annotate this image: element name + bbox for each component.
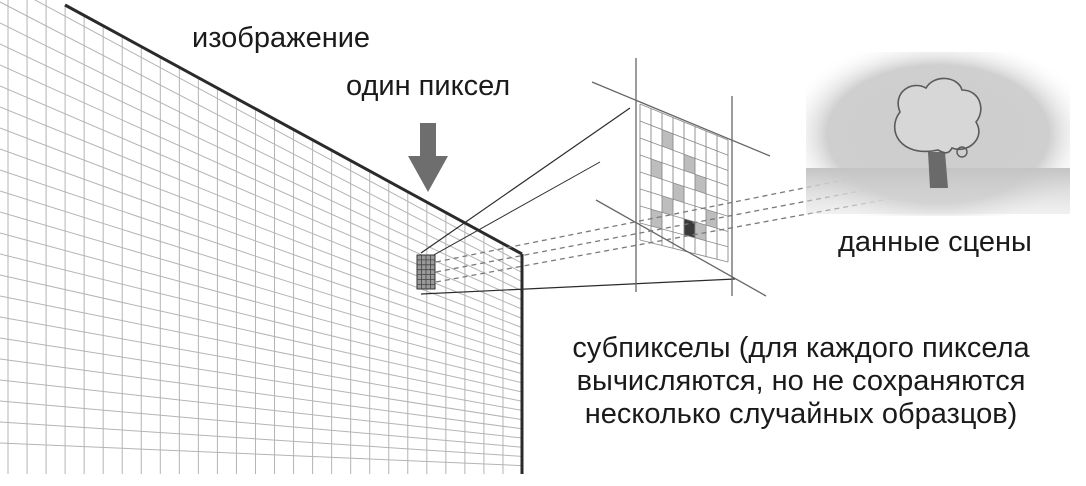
grid-row-line: [0, 337, 523, 421]
highlighted-pixel: [416, 254, 436, 290]
grid-row-line: [0, 127, 523, 329]
grid-row-line: [0, 358, 523, 430]
subpixels-label: субпикселы (для каждого пиксела вычисляю…: [556, 332, 1046, 431]
grid-row-line: [0, 400, 523, 448]
subpixel-panel: [591, 58, 771, 297]
grid-row-line: [0, 190, 523, 356]
grid-row-line: [0, 253, 523, 384]
panel-boundary-top: [591, 81, 771, 157]
grid-row-line: [0, 316, 523, 411]
grid-row-line: [0, 22, 523, 283]
subpixel-sample: [695, 221, 706, 241]
subpixel-sample: [651, 209, 662, 229]
down-arrow-icon: [408, 123, 448, 192]
subpixel-sample: [651, 158, 662, 180]
subpixel-sample: [684, 154, 695, 175]
subpixel-grid-line: [639, 188, 729, 217]
subpixel-grid-line: [639, 171, 729, 202]
projection-line-bottom: [420, 278, 736, 295]
subpixels-label-line-1: субпикселы (для каждого пиксела: [572, 332, 1030, 364]
grid-row-line: [0, 43, 523, 292]
subpixel-grid-line: [639, 222, 729, 248]
grid-row-line: [0, 232, 523, 375]
subpixels-label-line-2: вычисляются, но не сохраняются: [576, 365, 1026, 397]
subpixel-sample: [662, 129, 673, 151]
grid-row-line: [0, 1, 523, 273]
subpixel-sample: [662, 195, 673, 216]
subpixel-sample: [673, 182, 684, 203]
subpixel-grid-line: [639, 239, 729, 263]
projection-lines: [420, 107, 736, 295]
projection-line-mid: [431, 161, 601, 257]
grid-row-line: [0, 379, 523, 439]
grid-row-line: [0, 211, 523, 365]
tree-icon: [894, 77, 982, 188]
grid-row-line: [0, 295, 523, 402]
plane-top-edge: [64, 3, 523, 256]
panel-boundary-bottom: [595, 199, 767, 297]
scene-data-label: данные сцены: [838, 226, 1032, 258]
grid-row-line: [0, 421, 523, 457]
subpixels-label-line-3: несколько случайных образцов): [584, 398, 1018, 430]
subpixel-grid-line: [639, 205, 729, 232]
grid-row-line: [0, 169, 523, 347]
scene-data-image: [806, 52, 1070, 216]
grid-row-line: [0, 442, 523, 467]
grid-row-line: [0, 148, 523, 338]
grid-row-line: [0, 274, 523, 393]
subpixel-sample: [695, 174, 706, 194]
image-label: изображение: [192, 22, 371, 54]
grid-row-line: [34, 0, 523, 264]
one-pixel-label: один пиксел: [346, 70, 511, 102]
projection-line-top: [420, 107, 631, 254]
